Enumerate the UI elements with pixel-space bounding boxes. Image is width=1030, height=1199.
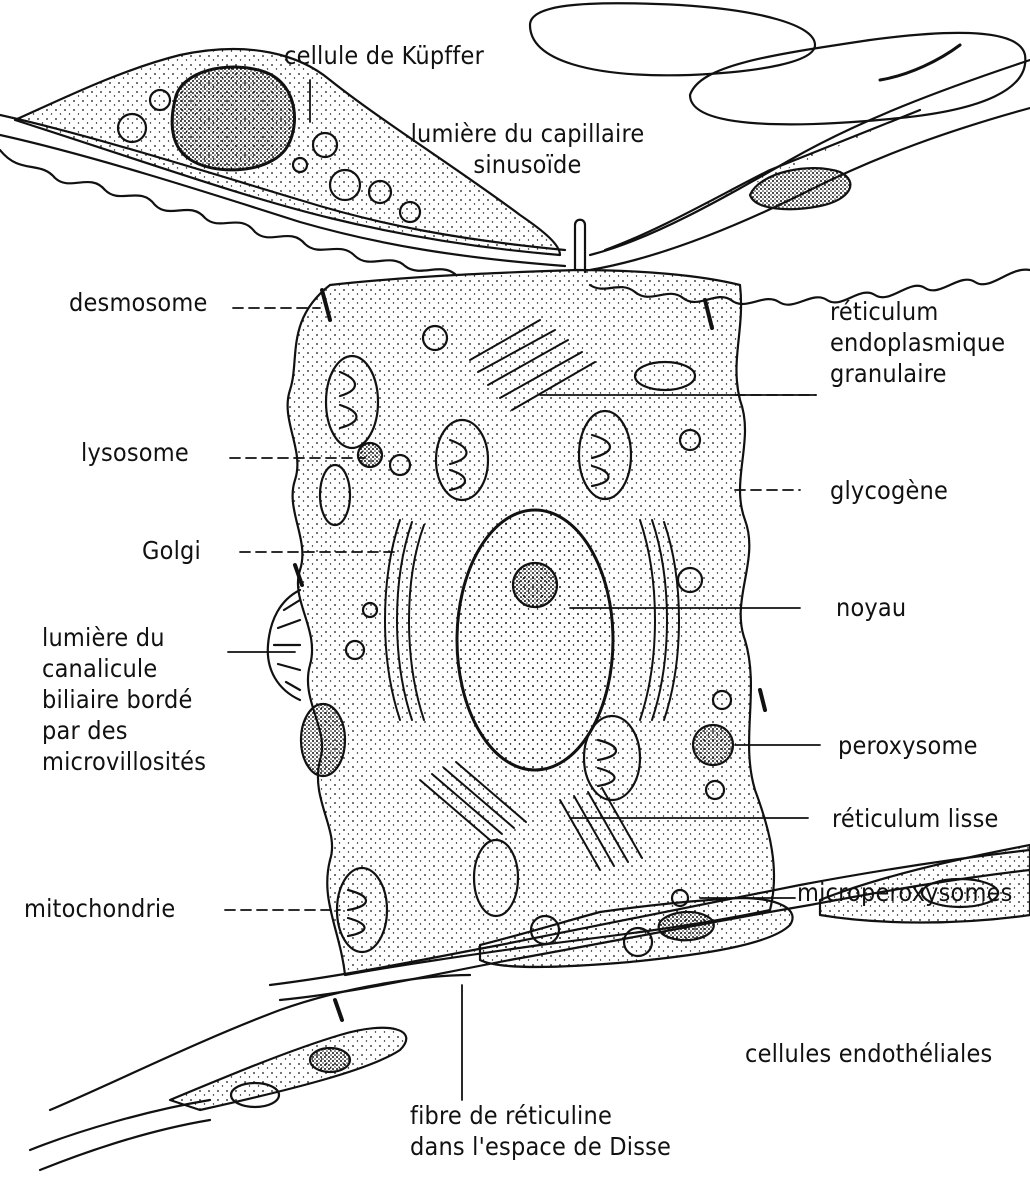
label-smooth-er: réticulum lisse [832,803,999,834]
label-kupffer-cell: cellule de Küpffer [284,40,484,71]
label-microperoxisomes: microperoxysomes [797,877,1013,908]
label-sinusoid-lumen-line2: sinusoïde [400,149,655,180]
label-rough-er-line2: endoplasmique [830,327,1005,358]
label-reticulin-fibre-line1: fibre de réticuline [410,1100,671,1131]
bile-canaliculus [268,590,300,700]
label-bile-canaliculus-line5: microvillosités [42,746,206,777]
label-rough-er-line1: réticulum [830,296,1005,327]
label-reticulin-fibre: fibre de réticuline dans l'espace de Dis… [410,1100,671,1162]
label-glycogen: glycogène [830,475,948,506]
label-peroxisome: peroxysome [838,730,978,761]
label-rough-er-line3: granulaire [830,358,1005,389]
label-reticulin-fibre-line2: dans l'espace de Disse [410,1131,671,1162]
label-bile-canaliculus-line3: biliaire bordé [42,684,206,715]
label-sinusoid-lumen-line1: lumière du capillaire [400,118,655,149]
label-golgi: Golgi [142,535,201,566]
label-sinusoid-lumen: lumière du capillaire sinusoïde [400,118,655,180]
top-endothelium-right [590,60,1030,305]
label-bile-canaliculus-line4: par des [42,715,206,746]
label-bile-canaliculus-line2: canalicule [42,653,206,684]
label-endothelial-cells: cellules endothéliales [745,1038,992,1069]
label-lysosome: lysosome [81,437,189,468]
label-mitochondrion: mitochondrie [24,893,175,924]
label-rough-er: réticulum endoplasmique granulaire [830,296,1005,389]
label-bile-canaliculus-line1: lumière du [42,622,206,653]
label-desmosome: desmosome [69,287,208,318]
label-nucleus: noyau [836,592,906,623]
label-bile-canaliculus: lumière du canalicule biliaire bordé par… [42,622,206,777]
red-blood-cells [530,3,1025,124]
